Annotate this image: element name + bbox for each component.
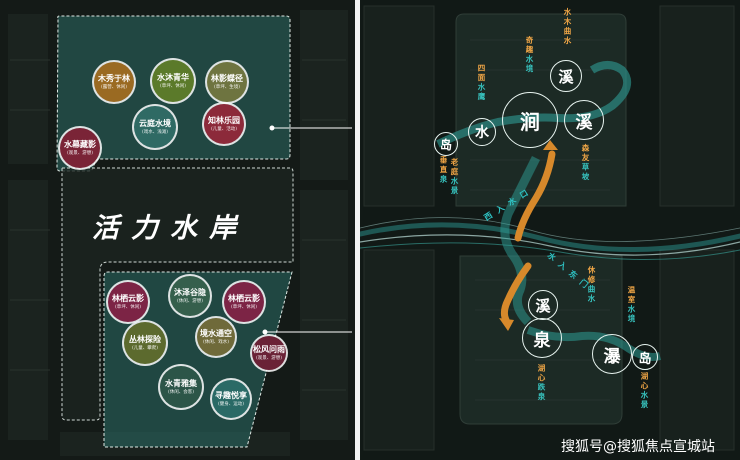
zone-sub: (儿童、攀爬)	[131, 345, 158, 351]
node-xi-bottom: 溪	[528, 290, 558, 320]
node-xi-right: 溪	[564, 100, 604, 140]
label-laoting-shuijing: 老庭水景	[450, 158, 459, 196]
node-xi-top: 溪	[550, 60, 582, 92]
label-chuizhi-quan: 垂直泉	[439, 156, 448, 185]
zone-bubble-top-3[interactable]: 林影蝶径 (草坪、生境)	[207, 62, 247, 102]
zone-sub: (戏水、浅滩)	[141, 129, 168, 135]
zone-bubble-bottom-5[interactable]: 境水通空 (休闲、戏水)	[197, 318, 235, 356]
zone-bubble-top-2[interactable]: 水沐青华 (草坪、休闲)	[152, 60, 194, 102]
zone-sub: (草坪、休闲)	[114, 304, 141, 310]
zone-name: 寻趣悦享	[215, 390, 247, 400]
watermark: 搜狐号@搜狐焦点宣城站	[561, 439, 715, 455]
label-wenshi-shuijing: 温室水境	[627, 286, 636, 324]
zone-sub: (健身、运动)	[217, 401, 244, 407]
zone-bubble-bottom-1[interactable]: 沐泽谷隐 (休闲、游憩)	[170, 276, 210, 316]
node-shui: 水	[468, 118, 496, 146]
panel-divider	[355, 0, 360, 460]
node-jian: 涧	[502, 92, 558, 148]
water-flow-map	[360, 0, 740, 460]
zone-name: 林影蝶径	[211, 73, 243, 83]
zone-bubble-bottom-8[interactable]: 寻趣悦享 (健身、运动)	[212, 380, 250, 418]
label-huxin-shuijing: 湖心水景	[640, 372, 649, 410]
zone-sub: (草坪、生境)	[213, 84, 240, 90]
zone-name: 沐泽谷隐	[174, 287, 206, 297]
zone-bubble-top-4[interactable]: 云庭水境 (戏水、浅滩)	[134, 106, 176, 148]
zone-bubble-top-6[interactable]: 水幕藏影 (观景、游憩)	[60, 128, 100, 168]
node-quan: 泉	[522, 318, 562, 358]
zone-name: 水青雅集	[165, 378, 197, 388]
zone-sub: (休闲、戏水)	[202, 339, 229, 345]
zone-name: 水沐青华	[157, 72, 189, 82]
zone-bubble-bottom-3[interactable]: 林栖云影 (草坪、休闲)	[224, 282, 264, 322]
vibrant-waterfront-title: 活力水岸	[92, 213, 248, 244]
zone-sub: (儿童、活动)	[210, 126, 237, 132]
zone-name: 境水通空	[200, 328, 232, 338]
zone-bubble-bottom-2[interactable]: 林栖云影 (草坪、休闲)	[108, 282, 148, 322]
zone-bubble-bottom-4[interactable]: 丛林探险 (儿童、攀爬)	[124, 322, 166, 364]
zone-name: 云庭水境	[139, 118, 171, 128]
zone-name: 丛林探险	[129, 334, 161, 344]
zone-name: 知林乐园	[208, 115, 240, 125]
node-dao-right: 岛	[632, 344, 658, 370]
zone-bubble-top-1[interactable]: 木秀于林 (露营、休闲)	[94, 62, 134, 102]
label-huxin-diequan: 湖心跌泉	[537, 364, 546, 402]
zone-sub: (观景、游憩)	[255, 355, 282, 361]
zone-bubble-top-5[interactable]: 知林乐园 (儿童、活动)	[204, 104, 244, 144]
zone-bubble-bottom-6[interactable]: 松风问雨 (观景、游憩)	[252, 336, 286, 370]
node-pu: 瀑	[592, 334, 632, 374]
zone-name: 林栖云影	[112, 293, 144, 303]
zone-name: 林栖云影	[228, 293, 260, 303]
label-shuimu-qushui: 水木曲水	[563, 8, 572, 46]
zone-sub: (观景、游憩)	[66, 150, 93, 156]
zone-name: 松风问雨	[253, 344, 285, 354]
label-xiuxiu-qushui: 休修曲水	[587, 266, 596, 304]
zone-name: 水幕藏影	[64, 139, 96, 149]
zone-sub: (露营、休闲)	[100, 84, 127, 90]
zone-name: 木秀于林	[98, 73, 130, 83]
left-plan-panel: 活力水岸 木秀于林 (露营、休闲) 水沐青华 (草坪、休闲) 林影蝶径 (草坪、…	[0, 0, 355, 460]
label-simian-shuiying: 四面水鹰	[477, 64, 486, 102]
zone-bubble-bottom-7[interactable]: 水青雅集 (休闲、会客)	[160, 366, 202, 408]
node-dao-left: 岛	[434, 132, 458, 156]
zone-sub: (草坪、休闲)	[159, 83, 186, 89]
zone-sub: (草坪、休闲)	[230, 304, 257, 310]
zone-sub: (休闲、会客)	[167, 389, 194, 395]
zone-sub: (休闲、游憩)	[176, 298, 203, 304]
label-senyou-caopo: 森友草坡	[581, 144, 590, 182]
label-qiqu-shuijing: 奇趣水境	[525, 36, 534, 74]
right-water-concept-panel: 溪 涧 溪 水 岛 溪 泉 瀑 岛 水木曲水 奇趣水境 四面水鹰 垂直泉 老庭水…	[360, 0, 740, 460]
